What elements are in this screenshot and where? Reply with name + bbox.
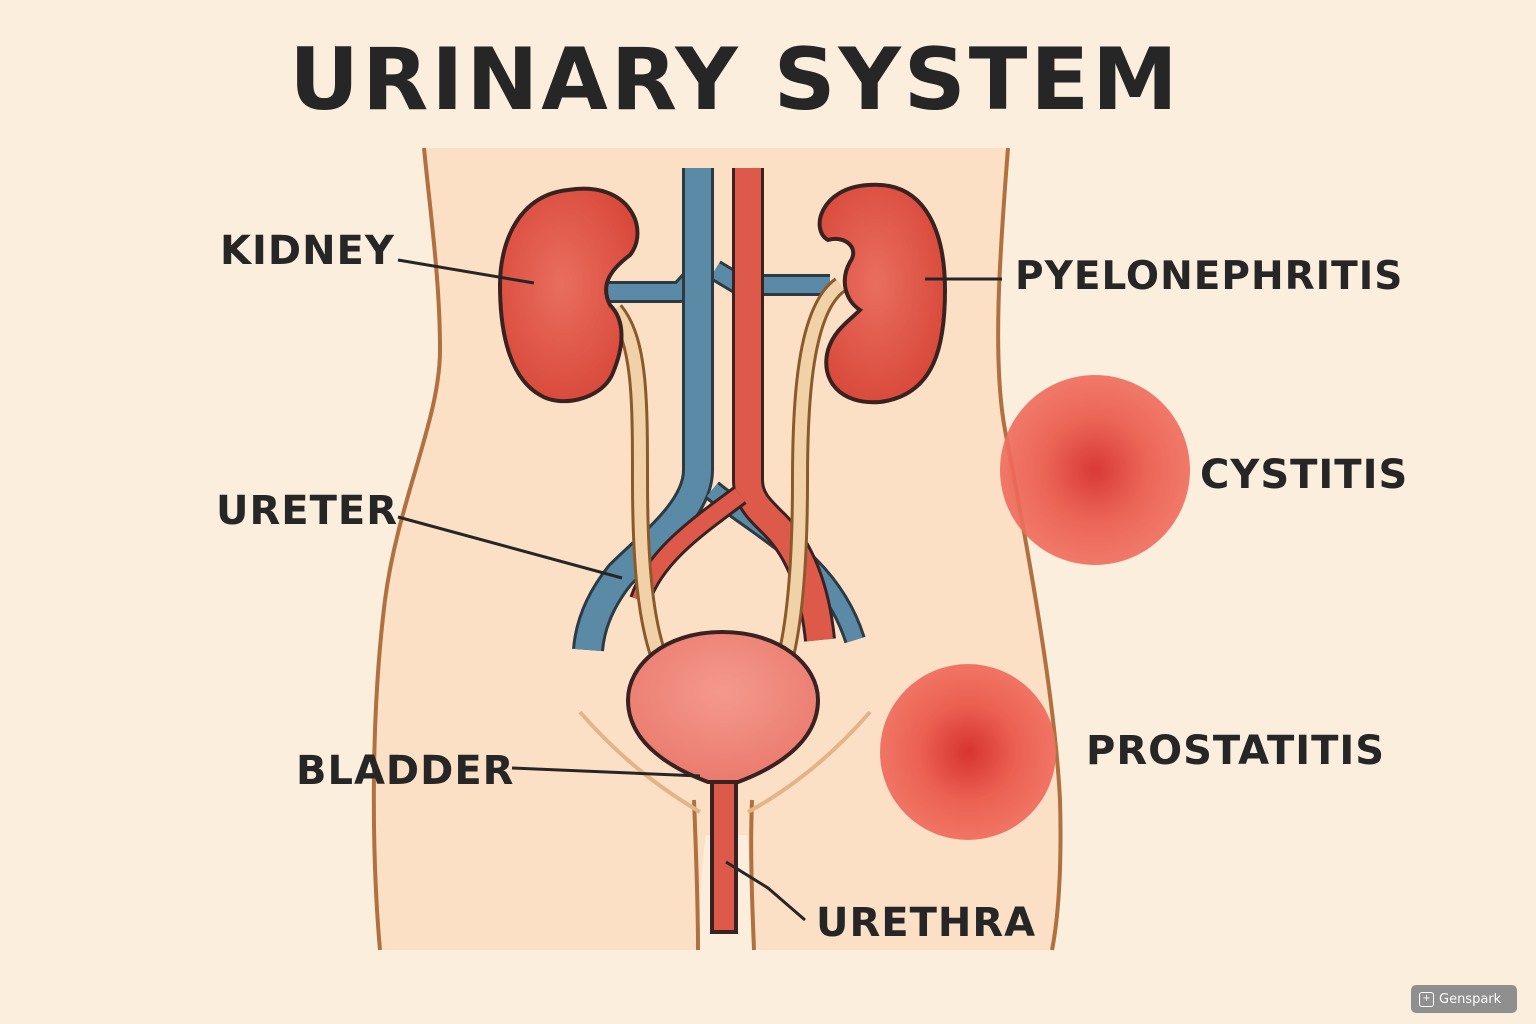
groin-line-left [578,710,702,814]
ureter-right-fill [779,280,844,662]
kidney-left-shape [497,186,640,404]
watermark-badge[interactable]: + Genspark [1411,985,1517,1013]
inflammation-spot-cystitis [1000,375,1190,565]
label-kidney: KIDNEY [220,228,395,274]
inflammation-spot-prostatitis [880,664,1056,840]
leader-ureter [397,515,623,580]
label-bladder: BLADDER [296,748,515,794]
urethra [710,778,738,934]
vena-cava-fill [575,168,711,652]
plus-grid-icon: + [1419,991,1434,1007]
leg-outline-left [692,799,700,951]
label-urethra: URETHRA [816,900,1037,946]
body-outline-left [371,147,443,951]
leader-urethra [725,860,806,922]
ureter-left-fill [610,306,666,663]
leg-outline-right [749,799,756,951]
leader-bladder [511,766,701,778]
watermark-text: Genspark [1439,991,1502,1007]
label-ureter: URETER [216,488,399,534]
kidney-right-shape [817,182,948,405]
label-cystitis: CYSTITIS [1200,452,1409,498]
body-outline-right [996,147,1063,951]
label-pyelonephritis: PYELONEPHRITIS [1015,254,1404,299]
leader-kidney [397,258,535,285]
bladder-shape [625,629,821,784]
page-title: URINARY SYSTEM [289,30,1181,130]
label-prostatitis: PROSTATITIS [1086,728,1386,774]
groin-line-right [747,710,872,814]
aorta-fill [735,168,833,642]
